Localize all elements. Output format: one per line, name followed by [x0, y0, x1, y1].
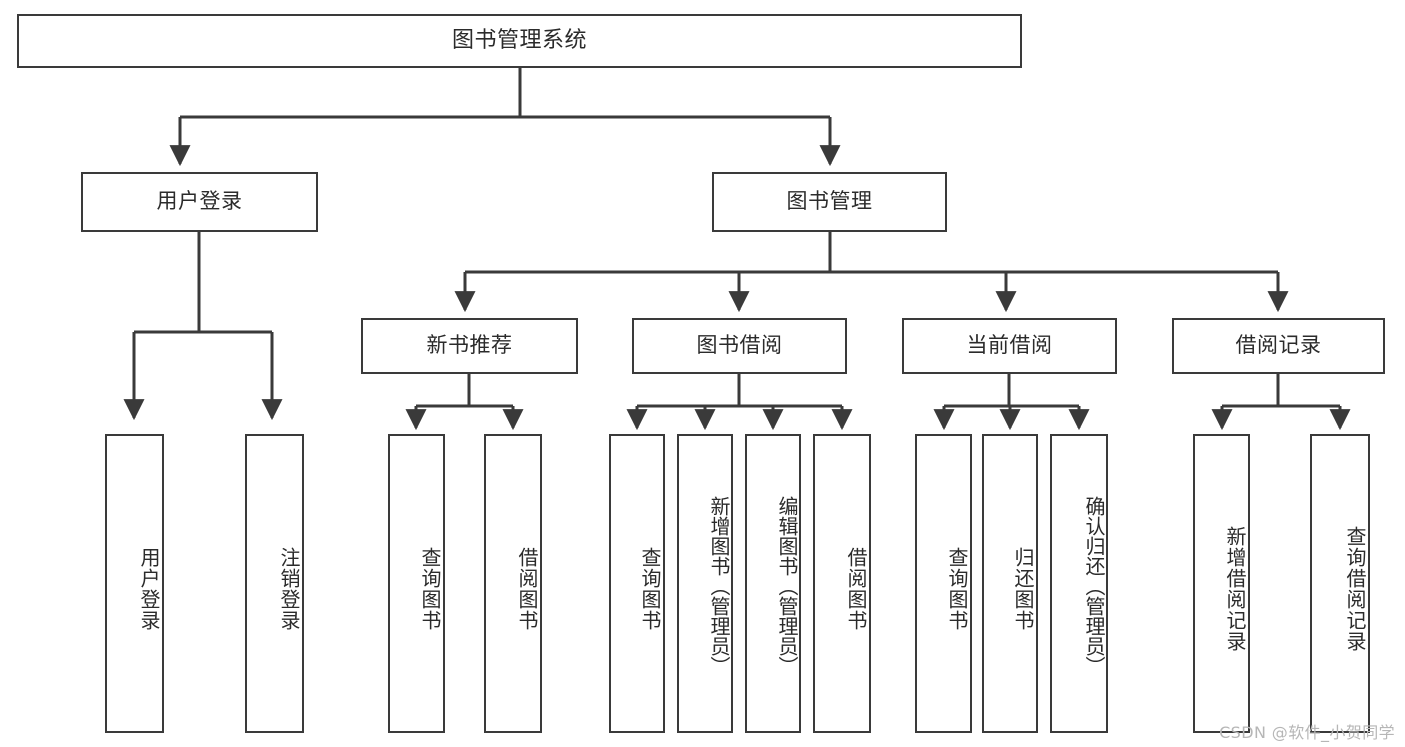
- node-book-borrow[interactable]: 图书借阅: [632, 318, 847, 374]
- node-new-book-recommend[interactable]: 新书推荐: [361, 318, 578, 374]
- csdn-watermark: CSDN @软件_小贺同学: [1219, 723, 1395, 742]
- node-book-manage[interactable]: 图书管理: [712, 172, 947, 232]
- leaf-label: 查询图书: [418, 546, 442, 631]
- node-root[interactable]: 图书管理系统: [17, 14, 1022, 68]
- leaf-label: 查询借阅记录: [1343, 525, 1367, 652]
- leaf-book-borrow-add[interactable]: 新增图书（管理员）: [677, 434, 733, 733]
- node-book-manage-label: 图书管理: [786, 189, 873, 214]
- leaf-label: 新增借阅记录: [1223, 525, 1247, 652]
- leaf-new-book-borrow[interactable]: 借阅图书: [484, 434, 542, 733]
- leaf-label: 查询图书: [638, 546, 662, 631]
- leaf-book-borrow-borrow[interactable]: 借阅图书: [813, 434, 871, 733]
- node-current-borrow[interactable]: 当前借阅: [902, 318, 1117, 374]
- node-book-borrow-label: 图书借阅: [696, 333, 783, 358]
- leaf-current-borrow-return[interactable]: 归还图书: [982, 434, 1038, 733]
- leaf-label: 借阅图书: [844, 546, 868, 631]
- leaf-new-book-query[interactable]: 查询图书: [388, 434, 445, 733]
- node-current-borrow-label: 当前借阅: [966, 333, 1053, 358]
- leaf-current-borrow-query[interactable]: 查询图书: [915, 434, 972, 733]
- leaf-label: 查询图书: [945, 546, 969, 631]
- leaf-label: 注销登录: [277, 546, 301, 631]
- leaf-borrow-record-add[interactable]: 新增借阅记录: [1193, 434, 1250, 733]
- leaf-label: 新增图书（管理员）: [707, 495, 731, 676]
- leaf-label: 用户登录: [137, 546, 161, 631]
- leaf-book-borrow-edit[interactable]: 编辑图书（管理员）: [745, 434, 801, 733]
- leaf-borrow-record-query[interactable]: 查询借阅记录: [1310, 434, 1370, 733]
- leaf-label: 确认归还（管理员）: [1082, 495, 1106, 676]
- node-user-login[interactable]: 用户登录: [81, 172, 318, 232]
- leaf-label: 借阅图书: [515, 546, 539, 631]
- leaf-user-login-logout[interactable]: 注销登录: [245, 434, 304, 733]
- node-new-book-recommend-label: 新书推荐: [426, 333, 513, 358]
- leaf-current-borrow-confirm[interactable]: 确认归还（管理员）: [1050, 434, 1108, 733]
- leaf-book-borrow-query[interactable]: 查询图书: [609, 434, 665, 733]
- node-root-label: 图书管理系统: [451, 27, 587, 53]
- leaf-label: 归还图书: [1011, 546, 1035, 631]
- leaf-label: 编辑图书（管理员）: [775, 495, 799, 676]
- node-borrow-record[interactable]: 借阅记录: [1172, 318, 1385, 374]
- node-user-login-label: 用户登录: [156, 189, 243, 214]
- node-borrow-record-label: 借阅记录: [1235, 333, 1322, 358]
- leaf-user-login-login[interactable]: 用户登录: [105, 434, 164, 733]
